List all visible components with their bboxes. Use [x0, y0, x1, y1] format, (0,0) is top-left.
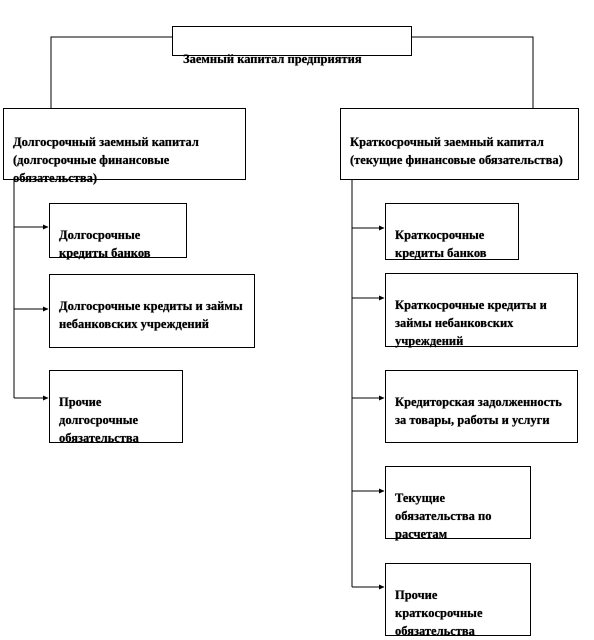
long-term-child-node: Прочие долгосрочные обязательства [49, 370, 183, 445]
short-term-child-node: Краткосрочные кредиты банков [385, 203, 519, 260]
short-term-child-node: Кредиторская задолженность за товары, ра… [385, 370, 578, 443]
short-term-node: Краткосрочный заемный капитал (текущие ф… [340, 108, 579, 180]
short-term-child-label: Прочие краткосрочные обязательства [395, 588, 483, 638]
connector-root-right [412, 36, 534, 108]
short-term-child-node: Прочие краткосрочные обязательства [385, 563, 531, 638]
short-term-child-node: Краткосрочные кредиты и займы небанковск… [385, 273, 578, 348]
short-term-child-node: Текущие обязательства по расчетам [385, 466, 531, 541]
long-term-child-node: Долгосрочные кредиты и займы небанковски… [49, 274, 255, 348]
root-node-label: Заемный капитал предприятия [183, 52, 362, 66]
long-term-child-node: Долгосрочные кредиты банков [49, 203, 187, 260]
long-term-node-label: Долгосрочный заемный капитал (долгосрочн… [13, 135, 199, 185]
short-term-child-label: Кредиторская задолженность за товары, ра… [395, 395, 562, 427]
short-term-child-label: Краткосрочные кредиты банков [395, 228, 487, 260]
long-term-child-label: Прочие долгосрочные обязательства [59, 395, 139, 445]
long-term-child-label: Долгосрочные кредиты банков [59, 228, 151, 260]
short-term-child-label: Текущие обязательства по расчетам [395, 491, 492, 541]
short-term-child-label: Краткосрочные кредиты и займы небанковск… [395, 298, 547, 348]
root-node: Заемный капитал предприятия [172, 26, 412, 66]
long-term-node: Долгосрочный заемный капитал (долгосрочн… [3, 108, 246, 185]
short-term-node-label: Краткосрочный заемный капитал (текущие ф… [350, 135, 563, 167]
long-term-child-label: Долгосрочные кредиты и займы небанковски… [59, 299, 243, 331]
connector-root-left [50, 36, 172, 108]
